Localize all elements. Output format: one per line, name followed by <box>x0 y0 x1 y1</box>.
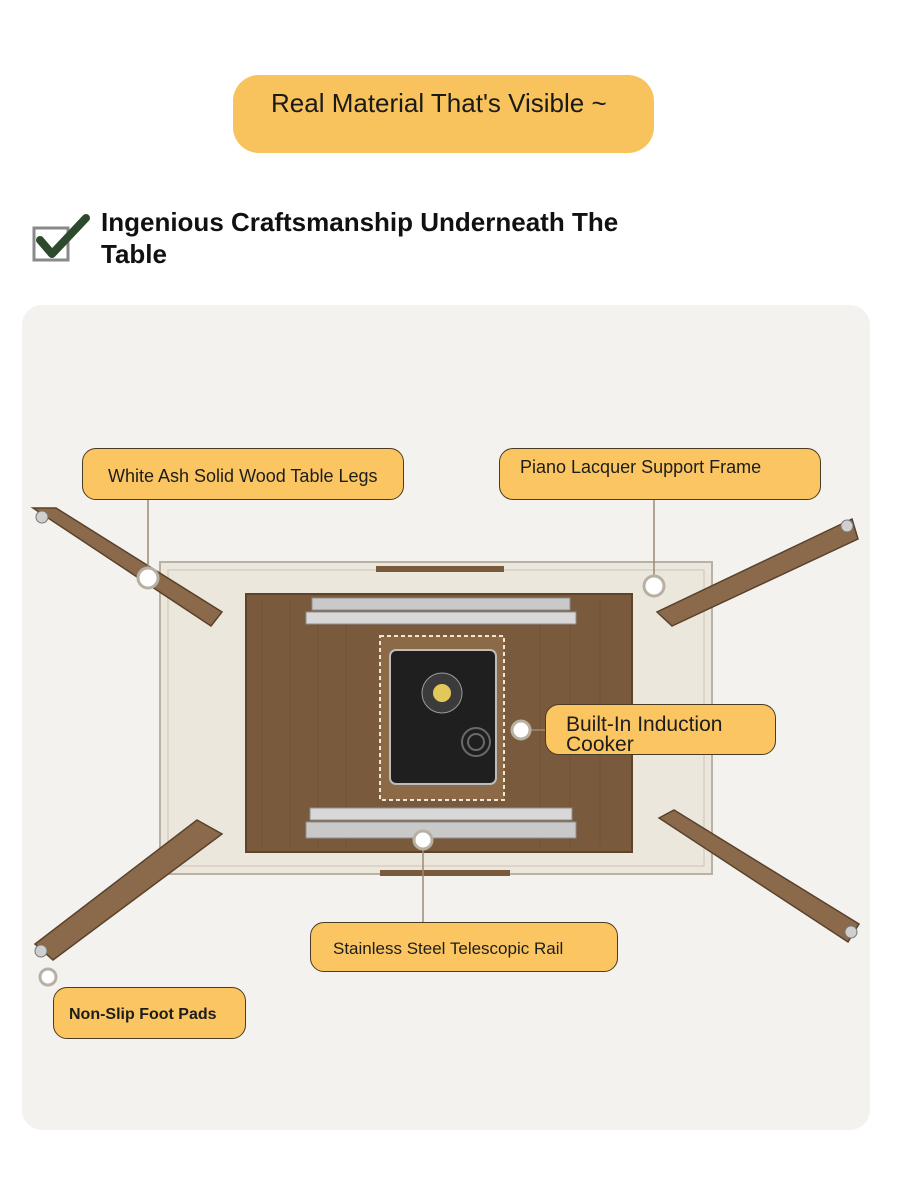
hero-banner: Real Material That's Visible ~ <box>233 75 654 153</box>
label-telescopic-rail-text: Stainless Steel Telescopic Rail <box>333 939 564 958</box>
label-foot-pads-text: Non-Slip Foot Pads <box>69 1006 217 1023</box>
label-support-frame-text: Piano Lacquer Support Frame <box>520 457 762 477</box>
label-support-frame: Piano Lacquer Support Frame <box>499 448 821 500</box>
label-telescopic-rail: Stainless Steel Telescopic Rail <box>310 922 618 972</box>
hero-text: Real Material That's Visible ~ <box>271 88 607 118</box>
label-induction-cooker: Built-In Induction Cooker <box>545 704 776 755</box>
label-foot-pads: Non-Slip Foot Pads <box>53 987 246 1039</box>
checkmark-icon <box>32 214 90 262</box>
label-induction-cooker-text: Built-In Induction Cooker <box>566 713 723 756</box>
section-title: Ingenious Craftsmanship Underneath The T… <box>101 207 619 269</box>
label-table-legs-text: White Ash Solid Wood Table Legs <box>108 466 378 486</box>
label-table-legs: White Ash Solid Wood Table Legs <box>82 448 404 500</box>
